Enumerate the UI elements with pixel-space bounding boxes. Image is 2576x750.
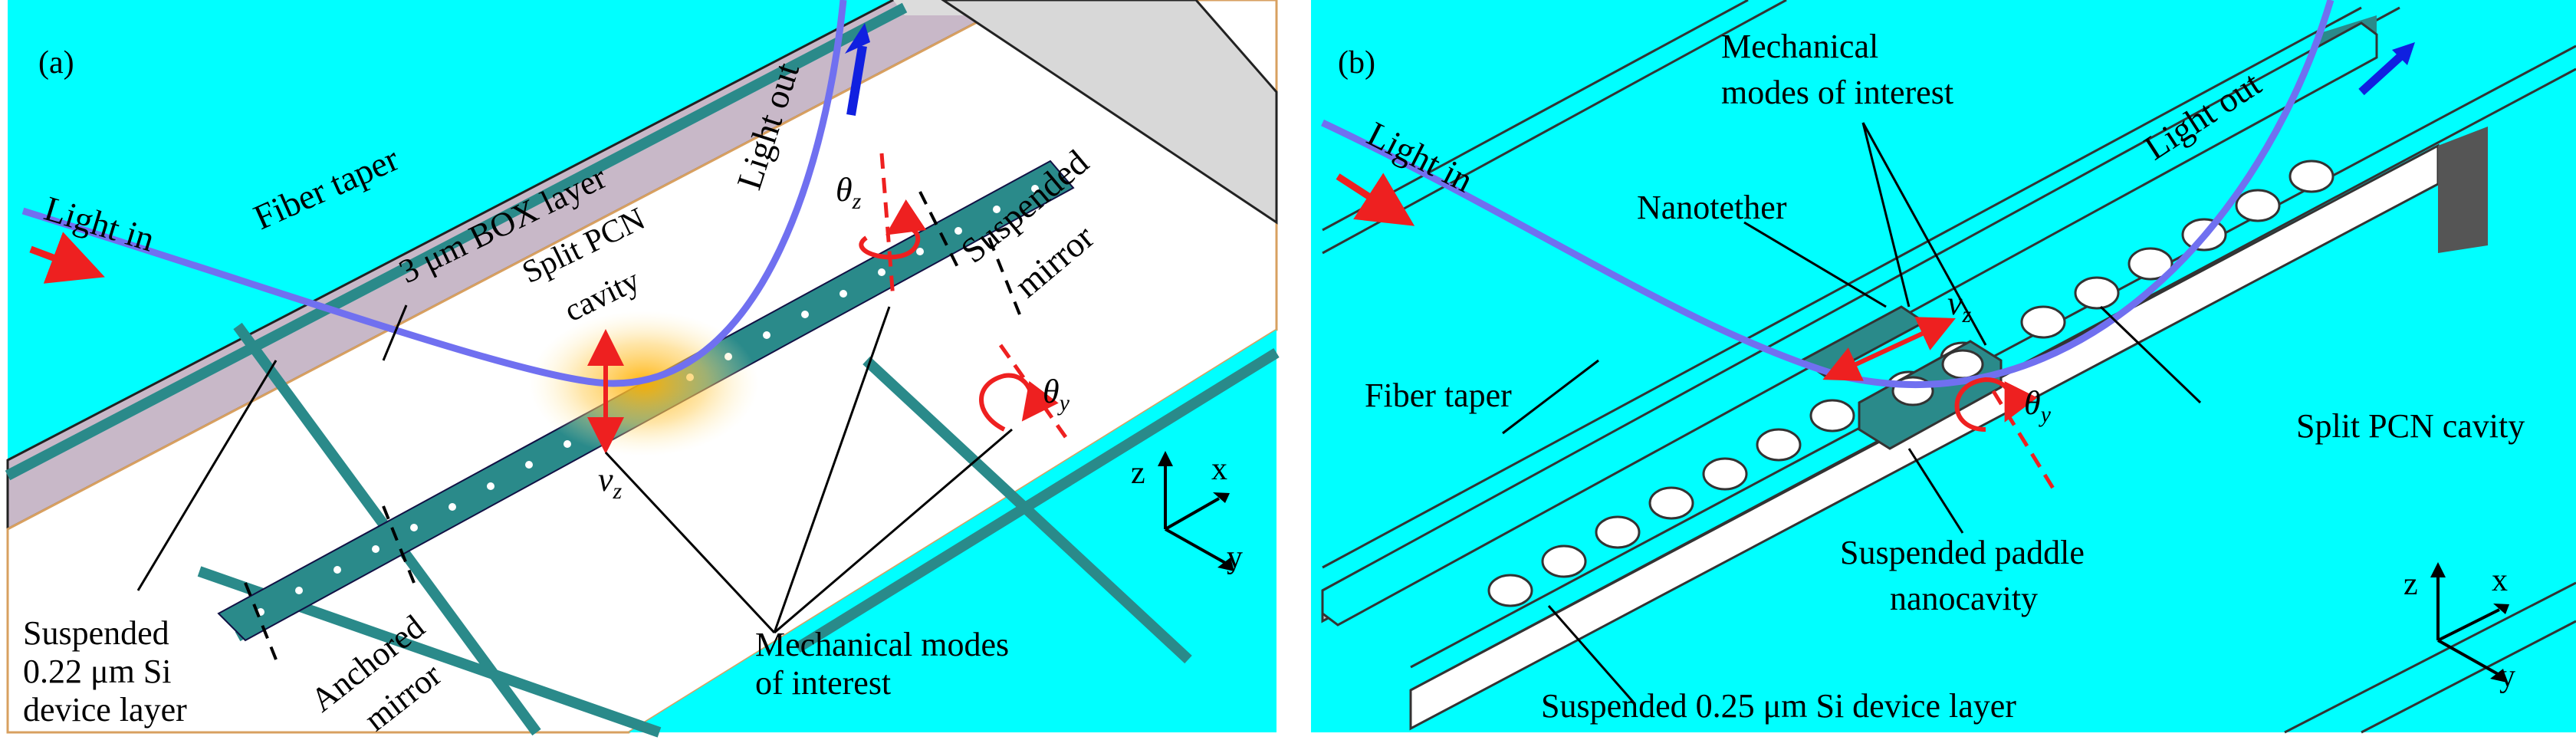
device-region-right [629, 330, 1276, 732]
light-out-arrow [846, 45, 867, 116]
light-out-arrow-b [2358, 50, 2407, 96]
leader-lines-b [1502, 122, 2202, 702]
axis-a-z: z [1131, 456, 1145, 491]
theta-z-arrow [859, 199, 927, 260]
panel-b-tag: (b) [1338, 45, 1375, 81]
paddle-label-1: Suspended paddle [1840, 534, 2085, 571]
panel-b: (b) Light in Light out Mechanical modes … [1311, 0, 2576, 734]
right-wall [941, 0, 1278, 225]
axis-a-y: y [1227, 540, 1243, 575]
theta-y-arrow [979, 373, 1059, 432]
coord-axes-a [1164, 460, 1227, 565]
theta-y-arrow-b [1954, 377, 2038, 432]
axis-b-y: y [2499, 659, 2515, 694]
paddle-label-2: nanocavity [1890, 580, 2038, 617]
vz-label-b: vz [1947, 285, 1972, 327]
vz-label: vz [598, 461, 623, 504]
light-in-arrow [29, 232, 105, 284]
theta-z-label: θz [836, 171, 862, 214]
axis-a-x: x [1211, 452, 1227, 487]
device-layer-label-2: 0.22 μm Si [23, 653, 172, 690]
modes-label-b-2: modes of interest [1721, 74, 1953, 111]
axis-b-x: x [2492, 563, 2508, 598]
light-in-arrow-b [1336, 173, 1415, 226]
device-layer-label-3: device layer [23, 691, 187, 729]
modes-label-2: of interest [755, 664, 891, 702]
split-pcn-label-b: Split PCN cavity [2296, 407, 2525, 445]
pcn-holes-b [1487, 160, 2334, 607]
panel-a-tag: (a) [38, 45, 74, 81]
dashed-markers [244, 191, 1021, 660]
modes-label-b-1: Mechanical [1721, 28, 1878, 65]
axis-b-z: z [2404, 567, 2418, 602]
panel-a: (a) Light in Light out Fiber taper 3 μm … [5, 0, 1280, 738]
vz-arrow-b [1822, 317, 1956, 381]
modes-label-1: Mechanical modes [755, 626, 1009, 663]
theta-y-label-b: θy [2024, 384, 2052, 427]
nanotether-label: Nanotether [1637, 189, 1787, 226]
device-layer-label-b: Suspended 0.25 μm Si device layer [1541, 687, 2016, 725]
fiber-taper-label-b: Fiber taper [1365, 377, 1512, 414]
leader-lines [136, 304, 1013, 634]
trench-end [2438, 127, 2488, 253]
pcn-holes [257, 185, 1039, 616]
coord-axes-b [2436, 571, 2500, 676]
device-layer-label-1: Suspended [23, 614, 169, 652]
theta-y-label: θy [1043, 373, 1070, 416]
theta-y-axis-b [1991, 390, 2057, 492]
